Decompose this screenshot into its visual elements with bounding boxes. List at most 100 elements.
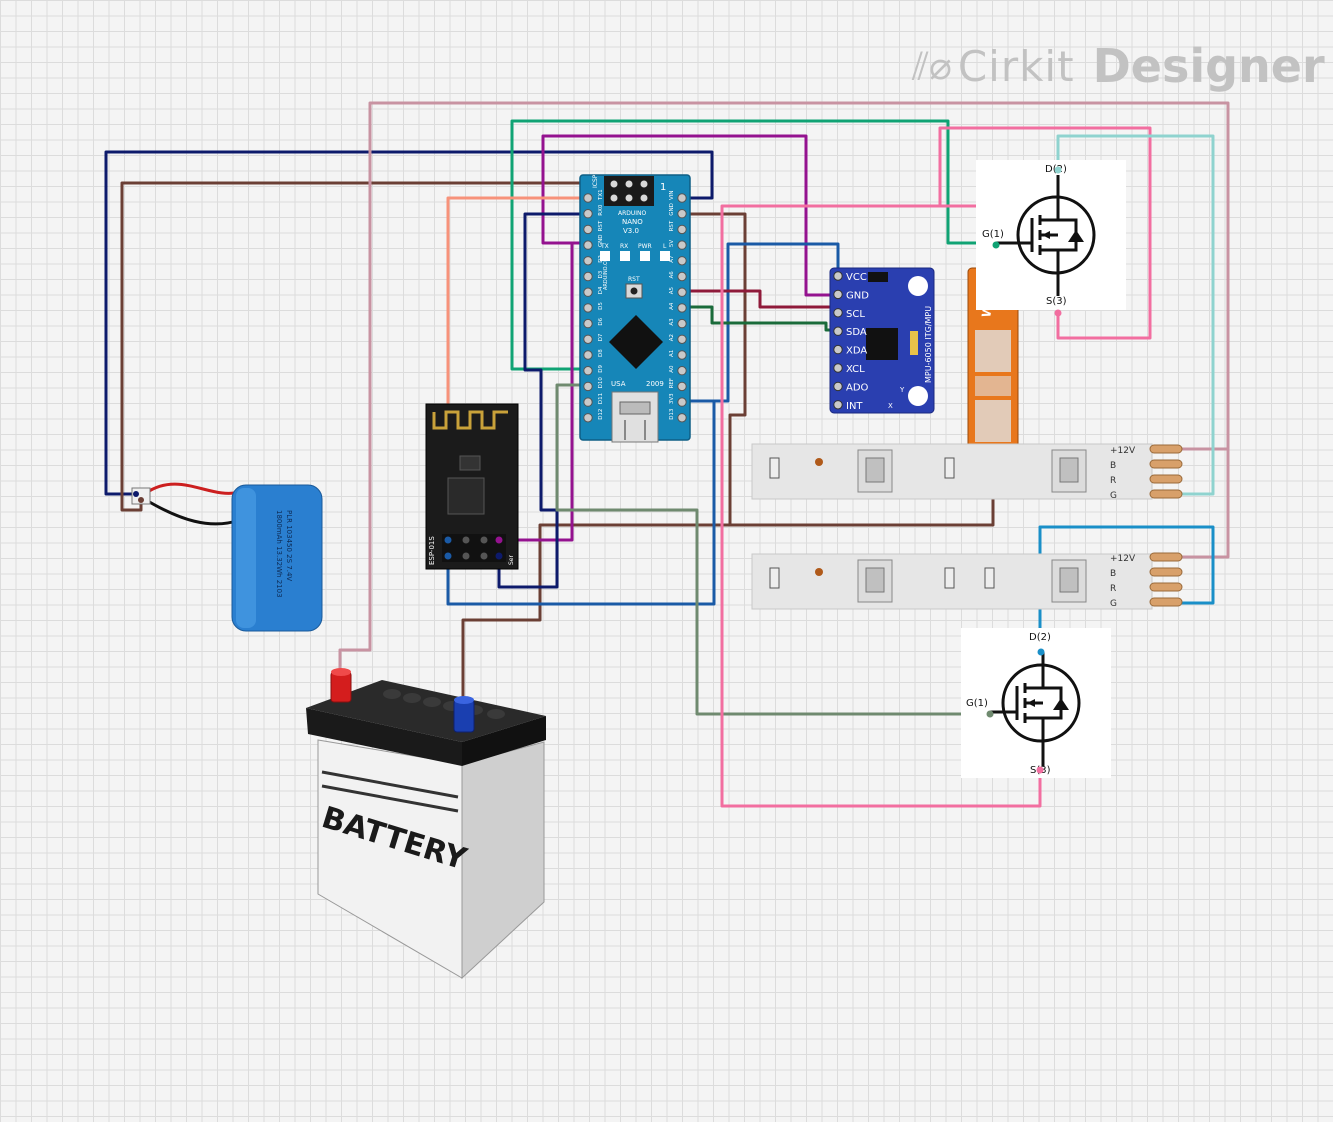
- wire-brown-gnd-wago[interactable]: [680, 212, 995, 527]
- wire-darkgreen-a4-sda[interactable]: [680, 305, 840, 332]
- mosfet-bottom[interactable]: D(2) G(1) S(3): [961, 628, 1111, 778]
- led-strip-top-pad: [815, 458, 823, 466]
- nano-pin-3v3-right[interactable]: [677, 397, 687, 407]
- nano-pin-d2-left[interactable]: [583, 256, 593, 266]
- wire-graygreen-d10-gate[interactable]: [555, 383, 992, 716]
- nano-pin-d3-left[interactable]: [583, 271, 593, 282]
- lipo-pin-pos[interactable]: [133, 491, 139, 497]
- esp-pin-en[interactable]: [480, 536, 488, 544]
- mpu-pin-label: SCL: [846, 309, 865, 320]
- mpu-pin-int[interactable]: [833, 400, 843, 410]
- nano-pin-gnd-left[interactable]: [583, 240, 593, 250]
- led-strip-bottom-resistor-2: [944, 567, 955, 589]
- mpu-pin-gnd[interactable]: [833, 289, 843, 300]
- esp-pin-tx[interactable]: [444, 552, 452, 560]
- nano-pin-rst-right[interactable]: [677, 224, 687, 235]
- mosfet-bottom-source-pin[interactable]: [1036, 766, 1044, 774]
- car-battery[interactable]: BATTERY: [306, 668, 546, 980]
- led-strip-bottom-pad-12v[interactable]: [1149, 552, 1183, 562]
- wire-blue-3v3-esp[interactable]: [446, 399, 716, 606]
- nano-pin-rst-left[interactable]: [583, 224, 593, 235]
- mpu-pin-xda[interactable]: [833, 344, 843, 355]
- car-battery-neg-terminal[interactable]: [453, 699, 475, 733]
- esp-pin-gnd[interactable]: [495, 536, 503, 544]
- nano-pin-5v-right[interactable]: [677, 240, 687, 250]
- mosfet-bottom-drain-pin[interactable]: [1037, 648, 1045, 656]
- led-strip-bottom-pad-r[interactable]: [1149, 582, 1183, 592]
- nano-pin-a2-right[interactable]: [677, 334, 687, 344]
- mosfet-bottom-gate-pin[interactable]: [986, 710, 994, 718]
- nano-pin-a6-right[interactable]: [677, 271, 687, 282]
- nano-pin-d7-left[interactable]: [583, 334, 593, 344]
- led-strip-top-pad-r[interactable]: [1149, 474, 1183, 484]
- nano-pin-label: REF: [669, 378, 675, 388]
- led-strip-top-pad-b[interactable]: [1149, 459, 1183, 469]
- nano-pin-a3-right[interactable]: [677, 318, 687, 329]
- cirkit-designer-logo: ⫽⌀ Cirkit Designer: [912, 38, 1325, 94]
- esp-pin-3v3[interactable]: [444, 536, 452, 544]
- mpu-pin-scl[interactable]: [833, 308, 843, 318]
- led-strip-bottom-pad-b[interactable]: [1149, 567, 1183, 577]
- lipo-pin-neg[interactable]: [138, 497, 144, 503]
- arduino-nano[interactable]: ICSP 1 ARDUINO NANO V3.0 TX RX PWR L RST…: [579, 174, 691, 443]
- wire-brown-battery-neg[interactable]: [461, 523, 732, 702]
- led-strip-bottom-pad-g[interactable]: [1149, 597, 1183, 607]
- nano-pin-a7-right[interactable]: [677, 256, 687, 266]
- car-battery-lid-side: [462, 716, 546, 766]
- nano-pin-a4-right[interactable]: [677, 303, 687, 313]
- mpu-pin-label: VCC: [846, 272, 867, 283]
- led-rx-label: RX: [620, 243, 628, 250]
- nano-pin-rx0-left[interactable]: [583, 209, 593, 219]
- esp-pin-rst[interactable]: [462, 536, 470, 544]
- nano-pin-d10-left[interactable]: [583, 381, 593, 392]
- led-tx-label: TX: [600, 243, 609, 250]
- mosfet-top-gate-pin[interactable]: [992, 241, 1000, 249]
- led-strip-top-pad-12v[interactable]: [1149, 444, 1183, 454]
- nano-icsp-label: ICSP: [592, 174, 599, 188]
- mpu-pin-ado[interactable]: [833, 381, 843, 392]
- nano-pin-d5-left[interactable]: [583, 303, 593, 313]
- nano-pin-d12-left[interactable]: [583, 413, 593, 423]
- esp-pin-gpio0[interactable]: [480, 552, 488, 560]
- car-battery-pos-terminal[interactable]: [330, 671, 352, 703]
- nano-pin-ref-right[interactable]: [677, 381, 687, 392]
- mpu-pin-sda[interactable]: [833, 326, 843, 336]
- lipo-battery[interactable]: PLR 103450 2S 7.4V 1800mAh 13.32Wh 2103: [131, 482, 323, 632]
- nano-pin-label: A4: [669, 302, 675, 310]
- wire-navy-rx-esp[interactable]: [497, 212, 590, 589]
- mpu-pin-xcl[interactable]: [833, 363, 843, 373]
- mosfet-top[interactable]: D(2) G(1) S(3): [976, 160, 1126, 317]
- nano-pin-a0-right[interactable]: [677, 366, 687, 376]
- led-strip-top-pin-label: G: [1110, 491, 1117, 501]
- nano-pin-vin-right[interactable]: [677, 193, 687, 203]
- wire-pink-strip-loop[interactable]: [720, 204, 1042, 808]
- nano-pin-d13-right[interactable]: [677, 413, 687, 423]
- nano-pin-a5-right[interactable]: [677, 287, 687, 297]
- mosfet-top-drain-pin[interactable]: [1054, 166, 1062, 174]
- esp-pin-gpio2[interactable]: [462, 552, 470, 560]
- mpu6050-module[interactable]: MPU-6050 ITG/MPU Y X VCCGNDSCLSDAXDAXCLA…: [829, 267, 935, 414]
- nano-pin-gnd-right[interactable]: [677, 209, 687, 219]
- esp-pin-rx[interactable]: [495, 552, 503, 560]
- led-strip-top-pad-g[interactable]: [1149, 489, 1183, 499]
- mpu-pin-vcc[interactable]: [833, 271, 843, 281]
- wire-dusty-pink-12v[interactable]: [338, 101, 1230, 674]
- esp01s-module[interactable]: ESP-01S Ser: [425, 403, 519, 570]
- nano-pin-label: A5: [669, 286, 675, 294]
- nano-pin-d11-left[interactable]: [583, 397, 593, 407]
- nano-pin-d8-left[interactable]: [583, 350, 593, 360]
- wire-cyan-drain-g[interactable]: [1056, 134, 1215, 496]
- wire-purple-gnd-mpu[interactable]: [541, 134, 840, 297]
- nano-pin-a1-right[interactable]: [677, 350, 687, 360]
- mosfet-top-source-pin[interactable]: [1054, 309, 1062, 317]
- wire-navy-lipo-vin[interactable]: [104, 150, 714, 496]
- cirkit-logo-icon: ⫽⌀: [912, 43, 952, 88]
- nano-pin-d6-left[interactable]: [583, 318, 593, 329]
- nano-pin-tx1-left[interactable]: [583, 193, 593, 203]
- nano-pin-d9-left[interactable]: [583, 366, 593, 376]
- nano-pin-d4-left[interactable]: [583, 287, 593, 297]
